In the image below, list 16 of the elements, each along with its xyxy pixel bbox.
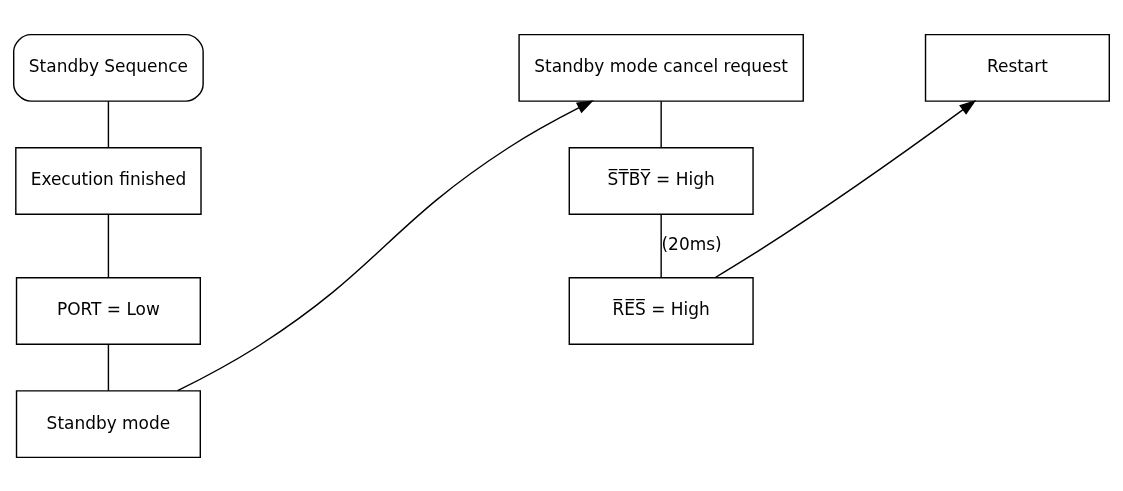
node-box: Standby Sequence [13, 33, 204, 102]
edge-label: (20ms) [661, 233, 722, 254]
arrow [176, 99, 594, 391]
node-box: S̅T̅B̅Y̅ = High [568, 146, 754, 215]
connector [107, 99, 110, 148]
connector [107, 343, 110, 392]
connector [107, 213, 110, 278]
connector [660, 213, 662, 278]
node-box: Standby mode [15, 389, 201, 458]
node-box: R̅E̅S̅ = High [568, 276, 754, 345]
node-box: PORT = Low [15, 276, 201, 345]
arrow [714, 99, 977, 278]
node-box: Standby mode cancel request [518, 33, 804, 102]
node-box: Restart [924, 33, 1110, 102]
connector [660, 99, 662, 148]
node-box: Execution finished [15, 146, 202, 215]
